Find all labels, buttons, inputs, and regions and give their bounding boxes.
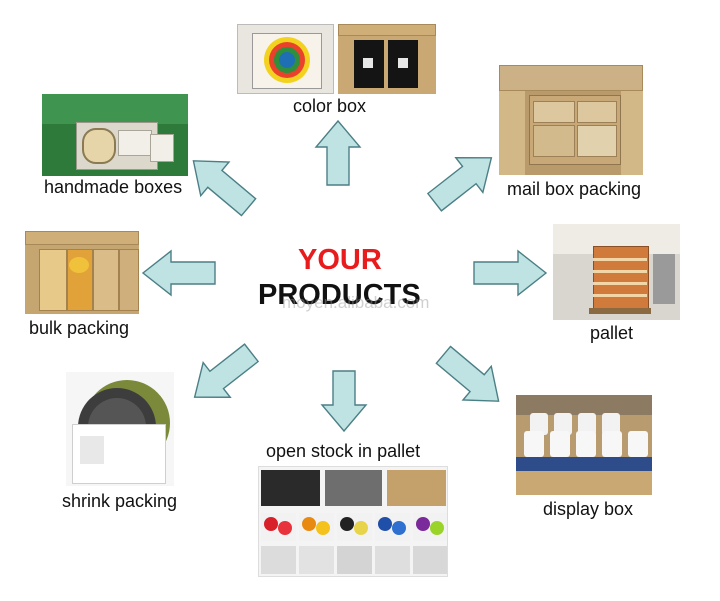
- arrow-to-bulk: [141, 248, 216, 298]
- center-subtitle: PRODUCTS: [258, 279, 421, 311]
- label-open-stock: open stock in pallet: [266, 441, 421, 461]
- arrow-to-pallet: [473, 248, 548, 298]
- label-mail-box: mail box packing: [507, 179, 642, 199]
- arrow-to-open-stock: [314, 370, 374, 433]
- label-pallet: pallet: [590, 323, 634, 343]
- arrow-to-handmade: [186, 150, 257, 218]
- label-handmade-boxes: handmade boxes: [44, 177, 183, 197]
- pallet-photo: [553, 224, 680, 320]
- watermark-text: moyen.alibaba.com: [282, 293, 430, 312]
- arrow-to-shrink: [190, 342, 260, 408]
- label-display-box: display box: [543, 499, 634, 519]
- arrow-to-mail-box: [426, 148, 498, 212]
- arrow-to-color-box: [308, 118, 368, 188]
- label-color-box: color box: [293, 96, 367, 116]
- center-title: YOUR: [298, 244, 382, 276]
- shrink-packing-photo: [66, 372, 174, 486]
- handmade-boxes-photo: [42, 94, 188, 176]
- mail-box-photo: [499, 65, 643, 175]
- open-stock-photo-grid: [258, 466, 448, 577]
- bulk-packing-photo: [25, 231, 139, 314]
- display-box-photo: [516, 395, 652, 495]
- arrow-to-display-box: [435, 345, 504, 411]
- label-bulk-packing: bulk packing: [29, 318, 130, 338]
- label-shrink-packing: shrink packing: [62, 491, 178, 511]
- color-box-photo-2: [338, 24, 436, 94]
- color-box-photo-1: [237, 24, 334, 94]
